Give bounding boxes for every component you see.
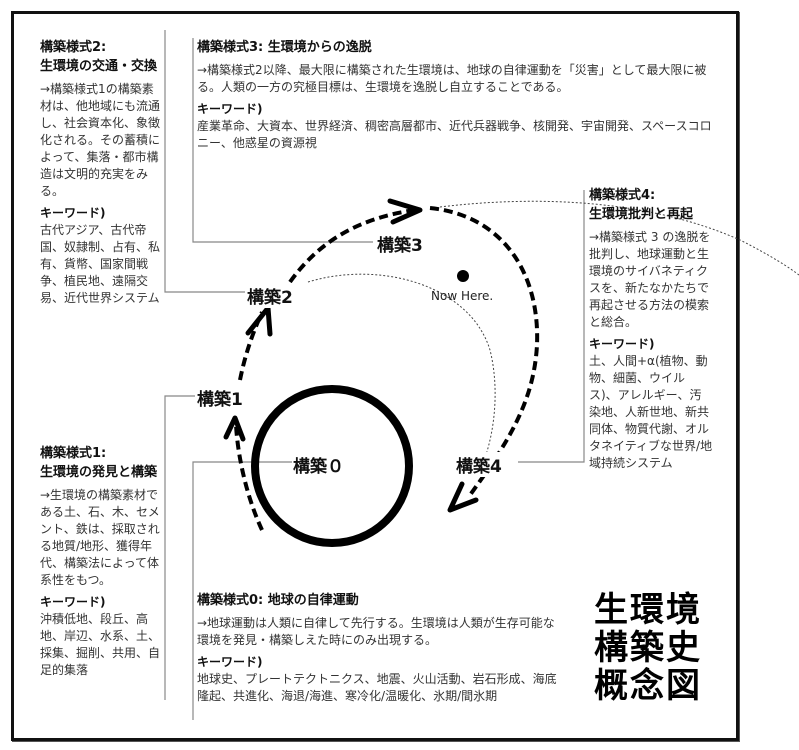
node-construction-0: 構築０ <box>292 452 345 477</box>
style4-block: 構築様式4: 生環境批判と再起 →構築様式 3 の逸脱を批判し、地球運動と生環境… <box>589 186 713 472</box>
style4-body: →構築様式 3 の逸脱を批判し、地球運動と生環境のサイバネティクスを、新たなかた… <box>589 230 711 329</box>
style1-keyword-label: キーワード) <box>40 595 106 609</box>
style0-body: →地球運動は人類に自律して先行する。生環境は人類が生存可能な環境を発見・構築しえ… <box>197 616 555 647</box>
now-here-label: Now Here. <box>431 289 494 303</box>
style4-title-1: 構築様式4: <box>589 188 656 203</box>
style2-title-2: 生環境の交通・交換 <box>40 59 158 74</box>
arrow-head-3 <box>387 198 423 225</box>
style0-keyword-label: キーワード) <box>197 655 263 669</box>
style1-block: 構築様式1: 生環境の発見と構築 →生環境の構築素材である土、石、木、セメント、… <box>40 444 164 679</box>
style1-body: →生環境の構築素材である土、石、木、セメント、鉄は、採取される地質/地形、獲得年… <box>40 488 160 587</box>
node-construction-3: 構築3 <box>376 231 424 256</box>
earth-circle <box>251 385 413 547</box>
diagram-title-line-1: 生環境 <box>594 590 702 630</box>
style4-keyword-label: キーワード) <box>589 337 655 351</box>
diagram-title-line-2: 構築史 <box>594 628 702 668</box>
style3-body: →構築様式2以降、最大限に構築された生環境は、地球の自律運動を「災害」として最大… <box>197 63 707 94</box>
style1-title-1: 構築様式1: <box>40 446 107 461</box>
arrow-head-2 <box>245 305 273 337</box>
now-here-dot <box>457 270 469 282</box>
style2-keyword-label: キーワード) <box>40 206 106 220</box>
arrow-head-4 <box>447 481 479 513</box>
style0-title: 構築様式0: 地球の自律運動 <box>197 593 359 608</box>
style1-keywords: 沖積低地、段丘、高地、岸辺、水系、土、採集、掘削、共用、自足的集落 <box>40 612 161 677</box>
style0-block: 構築様式0: 地球の自律運動 →地球運動は人類に自律して先行する。生環境は人類が… <box>197 591 557 705</box>
node-construction-2: 構築2 <box>246 283 294 308</box>
style2-keywords: 古代アジア、古代帝国、奴隷制、占有、私有、貨幣、国家間戦争、植民地、遠隔交易、近… <box>40 223 161 305</box>
style3-title: 構築様式3: 生環境からの逸脱 <box>197 40 372 55</box>
style3-keyword-label: キーワード) <box>197 102 263 116</box>
style2-block: 構築様式2: 生環境の交通・交換 →構築様式1の構築素材は、他地域にも流通し、社… <box>40 38 164 307</box>
style0-keywords: 地球史、プレートテクトニクス、地震、火山活動、岩石形成、海底隆起、共進化、海退/… <box>197 672 557 703</box>
connector-lines <box>164 30 585 720</box>
arrow-head-1 <box>223 415 246 442</box>
node-construction-1: 構築1 <box>196 385 244 410</box>
style2-title-1: 構築様式2: <box>40 40 107 55</box>
style3-block: 構築様式3: 生環境からの逸脱 →構築様式2以降、最大限に構築された生環境は、地… <box>197 38 717 152</box>
style1-title-2: 生環境の発見と構築 <box>40 465 158 480</box>
style4-keywords: 土、人間+α(植物、動物、細菌、ウイルス)、アレルギー、汚染地、人新世地、新共同… <box>589 354 713 470</box>
style4-title-2: 生環境批判と再起 <box>589 207 694 222</box>
node-construction-4: 構築4 <box>455 452 503 477</box>
diagram-frame <box>11 11 739 741</box>
style3-keywords: 産業革命、大資本、世界経済、稠密高層都市、近代兵器戦争、核開発、宇宙開発、スペー… <box>197 119 712 150</box>
diagram-title-line-3: 概念図 <box>594 666 702 706</box>
diagram-title: 生環境 構築史 概念図 <box>594 591 702 705</box>
style2-body: →構築様式1の構築素材は、他地域にも流通し、社会資本化、象徴化される。その蓄積に… <box>40 82 161 198</box>
